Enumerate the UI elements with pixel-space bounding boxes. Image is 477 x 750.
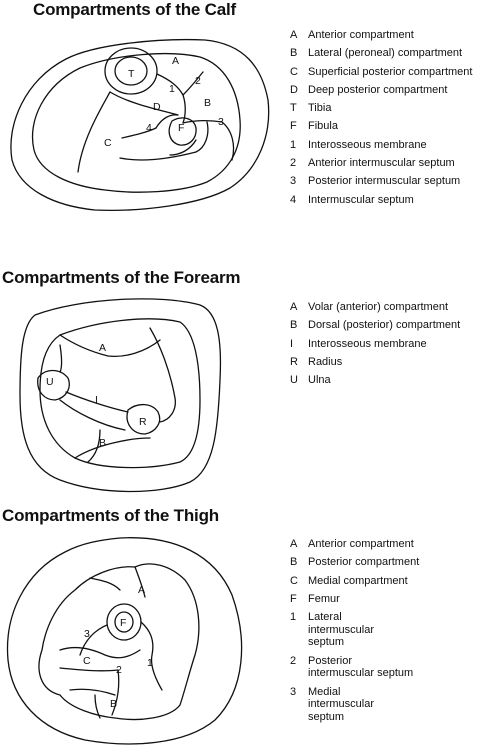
- legend-key: A: [290, 29, 298, 41]
- legend-text: Volar (anterior) compartment: [308, 301, 448, 313]
- legend-text: Posterior compartment: [308, 556, 420, 569]
- legend-text: Interosseous membrane: [308, 337, 427, 350]
- legend-text: Anterior intermuscular septum: [308, 157, 455, 170]
- calf-label-4: 4: [146, 122, 152, 134]
- calf-label-1: 1: [169, 83, 175, 95]
- calf-label-B: B: [204, 97, 211, 109]
- legend-item: B Posterior compartment: [290, 553, 419, 571]
- legend-item: 2 Anterior intermuscular septum: [290, 154, 472, 172]
- calf-label-D: D: [153, 101, 161, 113]
- legend-key: B: [290, 319, 298, 332]
- legend-item: I Interosseous membrane: [290, 335, 460, 353]
- legend-key: A: [290, 538, 298, 550]
- forearm-title: Compartments of the Forearm: [2, 268, 241, 287]
- legend-item: 1 Lateral intermuscular septum: [290, 608, 419, 652]
- thigh-legend: A Anterior compartment B Posterior compart…: [290, 535, 419, 726]
- legend-text: Superficial posterior compartment: [308, 65, 473, 78]
- legend-item: C Medial compartment: [290, 572, 419, 590]
- thigh-label-C: C: [83, 655, 91, 667]
- legend-text: Anterior compartment: [308, 538, 414, 550]
- legend-key: A: [290, 301, 298, 313]
- legend-item: F Femur: [290, 590, 419, 608]
- legend-text: Ulna: [308, 374, 331, 387]
- thigh-cross-section-diagram: A F 3 C 2 1 B: [0, 535, 280, 750]
- legend-text: Dorsal (posterior) compartment: [308, 319, 461, 332]
- thigh-label-F: F: [120, 617, 126, 629]
- forearm-label-U: U: [46, 376, 54, 388]
- legend-item: U Ulna: [290, 371, 460, 389]
- legend-text: Lateral intermuscular septum: [308, 611, 375, 649]
- legend-text: Lateral (peroneal) compartment: [308, 47, 463, 60]
- legend-key: F: [290, 592, 297, 605]
- legend-item: C Superficial posterior compartment: [290, 63, 472, 81]
- legend-text: Fibula: [308, 120, 338, 133]
- legend-key: 1: [290, 611, 297, 624]
- calf-label-A: A: [172, 55, 179, 67]
- legend-item: 2 Posterior intermuscular septum: [290, 652, 419, 683]
- legend-item: 4 Intermuscular septum: [290, 191, 472, 209]
- legend-key: D: [290, 83, 298, 96]
- calf-label-2: 2: [195, 75, 201, 87]
- legend-key: 4: [290, 193, 297, 206]
- legend-key: B: [290, 556, 298, 569]
- legend-key: C: [290, 574, 298, 587]
- legend-text: Radius: [308, 355, 343, 368]
- legend-item: A Anterior compartment: [290, 26, 472, 44]
- thigh-label-1: 1: [147, 657, 153, 669]
- forearm-label-B: B: [99, 437, 106, 449]
- calf-label-3: 3: [218, 116, 224, 128]
- legend-key: R: [290, 355, 298, 368]
- legend-text: Deep posterior compartment: [308, 83, 448, 96]
- legend-item: A Volar (anterior) compartment: [290, 298, 460, 316]
- calf-label-T: T: [128, 68, 135, 80]
- thigh-title: Compartments of the Thigh: [2, 506, 219, 525]
- legend-key: I: [290, 337, 294, 350]
- legend-item: B Lateral (peroneal) compartment: [290, 44, 472, 62]
- legend-text: Posterior intermuscular septum: [308, 175, 461, 188]
- legend-item: 1 Interosseous membrane: [290, 136, 472, 154]
- forearm-label-R: R: [139, 416, 147, 428]
- legend-item: D Deep posterior compartment: [290, 81, 472, 99]
- legend-item: 3 Posterior intermuscular septum: [290, 172, 472, 190]
- thigh-label-B: B: [110, 698, 117, 710]
- calf-label-C: C: [104, 137, 112, 149]
- legend-text: Anterior compartment: [308, 29, 414, 41]
- legend-key: T: [290, 102, 297, 115]
- legend-key: U: [290, 374, 298, 387]
- legend-text: Medial compartment: [308, 574, 408, 587]
- legend-text: Interosseous membrane: [308, 138, 427, 151]
- forearm-label-A: A: [99, 342, 106, 354]
- thigh-label-3: 3: [84, 628, 90, 640]
- calf-legend: A Anterior compartment B Lateral (peroneal…: [290, 26, 472, 209]
- legend-key: C: [290, 65, 298, 78]
- legend-key: 2: [290, 157, 297, 170]
- thigh-label-A: A: [138, 584, 145, 596]
- legend-key: 3: [290, 175, 297, 188]
- legend-item: F Fibula: [290, 117, 472, 135]
- legend-text: Femur: [308, 592, 340, 605]
- calf-cross-section-diagram: T A 1 2 D B 4 F 3 C: [0, 30, 280, 225]
- legend-text: Medial intermuscular septum: [308, 685, 375, 723]
- legend-text: Tibia: [308, 102, 332, 115]
- legend-key: 2: [290, 654, 297, 667]
- calf-label-F: F: [178, 122, 184, 134]
- legend-key: 3: [290, 685, 297, 698]
- legend-key: F: [290, 120, 297, 133]
- legend-item: A Anterior compartment: [290, 535, 419, 553]
- legend-text: Posterior intermuscular septum: [308, 654, 414, 680]
- legend-key: 1: [290, 138, 297, 151]
- forearm-label-I: I: [95, 394, 98, 406]
- legend-item: 3 Medial intermuscular septum: [290, 683, 419, 727]
- forearm-legend: A Volar (anterior) compartment B Dorsal (p…: [290, 298, 460, 389]
- legend-key: B: [290, 47, 298, 60]
- legend-item: T Tibia: [290, 99, 472, 117]
- legend-item: R Radius: [290, 353, 460, 371]
- calf-title: Compartments of the Calf: [33, 0, 236, 19]
- legend-text: Intermuscular septum: [308, 193, 414, 206]
- legend-item: B Dorsal (posterior) compartment: [290, 316, 460, 334]
- thigh-label-2: 2: [116, 664, 122, 676]
- forearm-cross-section-diagram: A U I R B: [0, 295, 280, 505]
